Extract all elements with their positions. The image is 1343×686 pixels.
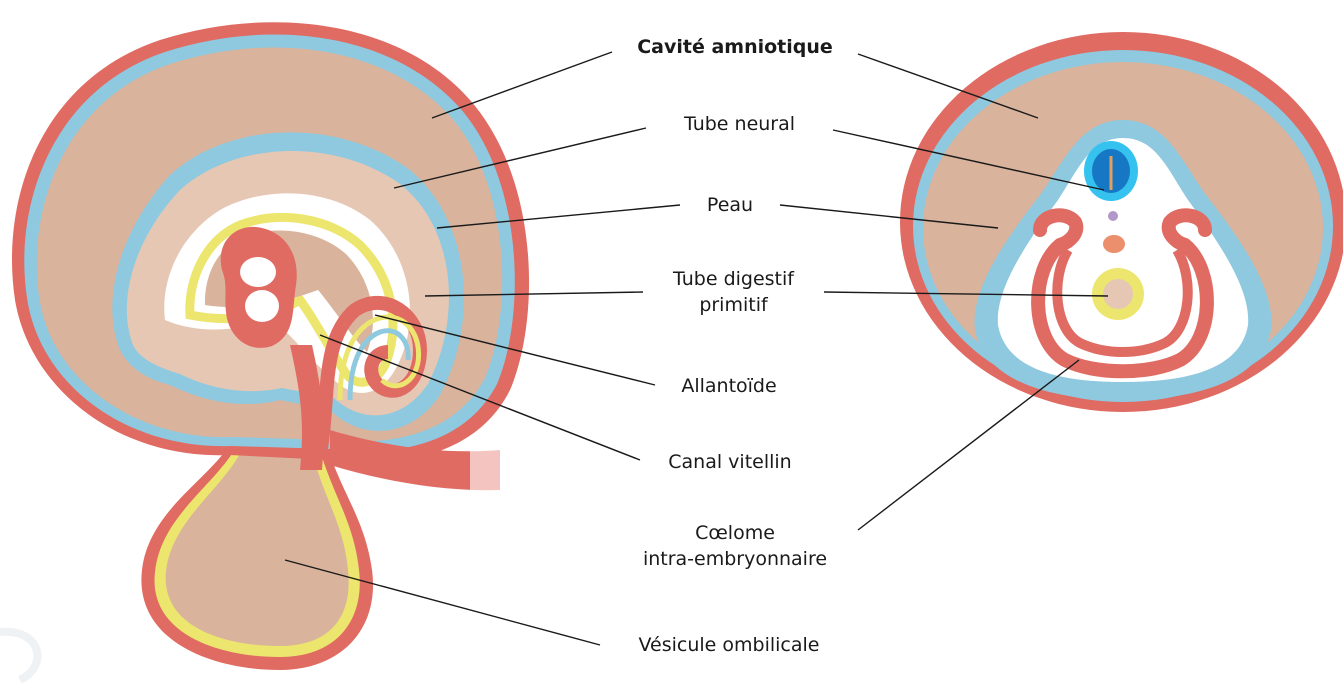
label-allantois: Allantoïde: [655, 373, 803, 399]
label-vitelline-duct: Canal vitellin: [640, 449, 820, 475]
neural-cavity-bottom: [245, 290, 279, 322]
label-coelom: Cœlome intra-embryonnaire: [612, 520, 858, 572]
gut-lumen: [1103, 279, 1133, 309]
label-primitive-gut-line2: primitif: [643, 292, 824, 318]
line-coelom: [858, 360, 1079, 530]
aorta-dot: [1103, 235, 1125, 253]
label-coelom-line1: Cœlome: [612, 520, 858, 546]
longitudinal-section: [12, 22, 529, 670]
label-neural-tube: Tube neural: [646, 111, 833, 137]
neural-cavity-top: [240, 257, 276, 287]
label-primitive-gut-line1: Tube digestif: [643, 266, 824, 292]
corner-fragment: [0, 632, 37, 680]
line-amniotic-left: [432, 52, 612, 118]
label-skin: Peau: [680, 192, 780, 218]
umbilical-cord-fade: [470, 440, 520, 500]
label-amniotic-cavity: Cavité amniotique: [612, 34, 858, 60]
neural-red-mass: [221, 227, 297, 348]
label-coelom-line2: intra-embryonnaire: [612, 546, 858, 572]
label-umbilical-vesicle: Vésicule ombilicale: [600, 632, 858, 658]
notochord-dot: [1108, 211, 1118, 221]
transverse-section: [900, 32, 1343, 412]
label-primitive-gut: Tube digestif primitif: [643, 266, 824, 318]
